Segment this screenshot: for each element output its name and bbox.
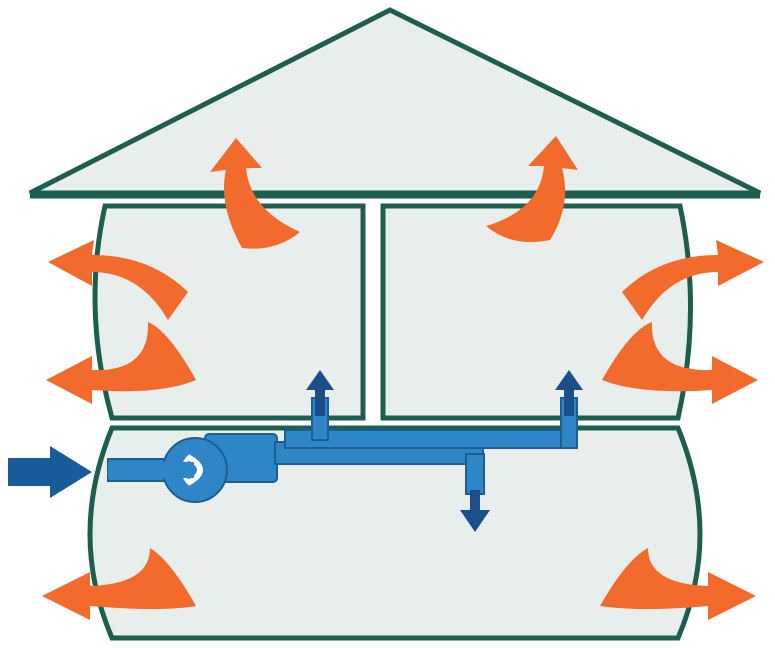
outlet-up-arrow-icon <box>555 370 583 416</box>
outlet-up-arrow-icon <box>306 370 334 416</box>
duct-system <box>8 370 583 532</box>
curved-arrow-icon <box>602 322 758 404</box>
attic-roof <box>28 7 762 196</box>
curved-arrow-icon <box>622 240 764 320</box>
curved-arrow-icon <box>42 548 196 620</box>
curved-arrow-icon <box>48 240 188 320</box>
curved-arrow-icon <box>486 136 578 243</box>
air-leakage-arrows <box>42 136 764 620</box>
curved-arrow-icon <box>46 322 196 404</box>
blower-fan-icon <box>108 433 278 503</box>
down-drop-duct <box>465 453 485 495</box>
curved-arrow-icon <box>210 138 300 249</box>
curved-arrow-icon <box>600 548 756 620</box>
supply-inlet-arrow-icon <box>8 446 92 498</box>
outlet-down-arrow-icon <box>460 490 490 532</box>
